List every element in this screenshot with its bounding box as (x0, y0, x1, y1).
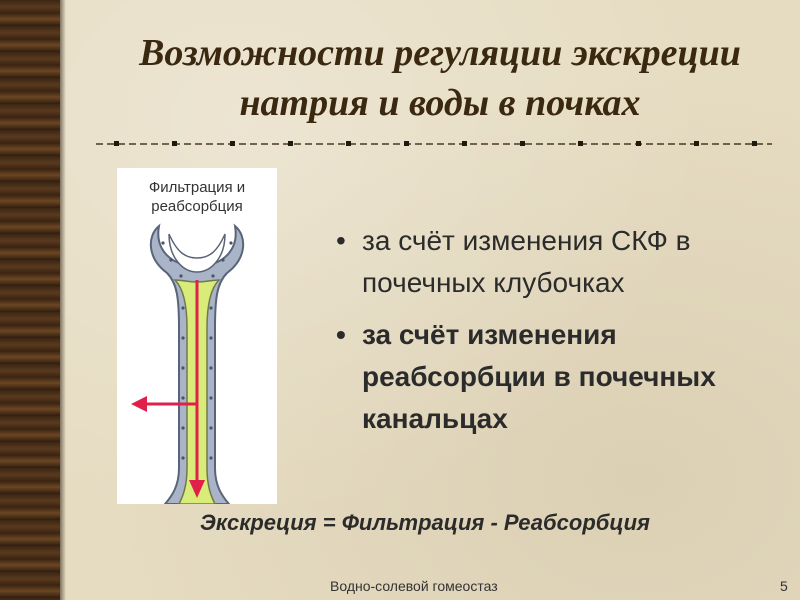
nephron-figure: Фильтрация и реабсорбция (117, 168, 277, 504)
wood-border-shadow (60, 0, 66, 600)
figure-caption-line2: реабсорбция (151, 198, 243, 215)
title-divider (96, 141, 772, 146)
figure-caption: Фильтрация и реабсорбция (117, 178, 277, 216)
slide-title: Возможности регуляции экскреции натрия и… (139, 32, 741, 124)
slide-footer: Водно-солевой гомеостаз (330, 578, 498, 594)
page-number: 5 (780, 578, 788, 594)
bullet-item: за счёт изменения реабсорбции в почечных… (336, 314, 776, 440)
wood-border (0, 0, 60, 600)
bullet-item: за счёт изменения СКФ в почечных клубочк… (336, 220, 776, 304)
nephron-tubule-illustration (131, 223, 245, 504)
bullet-list: за счёт изменения СКФ в почечных клубочк… (336, 220, 776, 440)
excretion-formula: Экскреция = Фильтрация - Реабсорбция (200, 510, 650, 535)
figure-caption-line1: Фильтрация и (148, 179, 246, 196)
